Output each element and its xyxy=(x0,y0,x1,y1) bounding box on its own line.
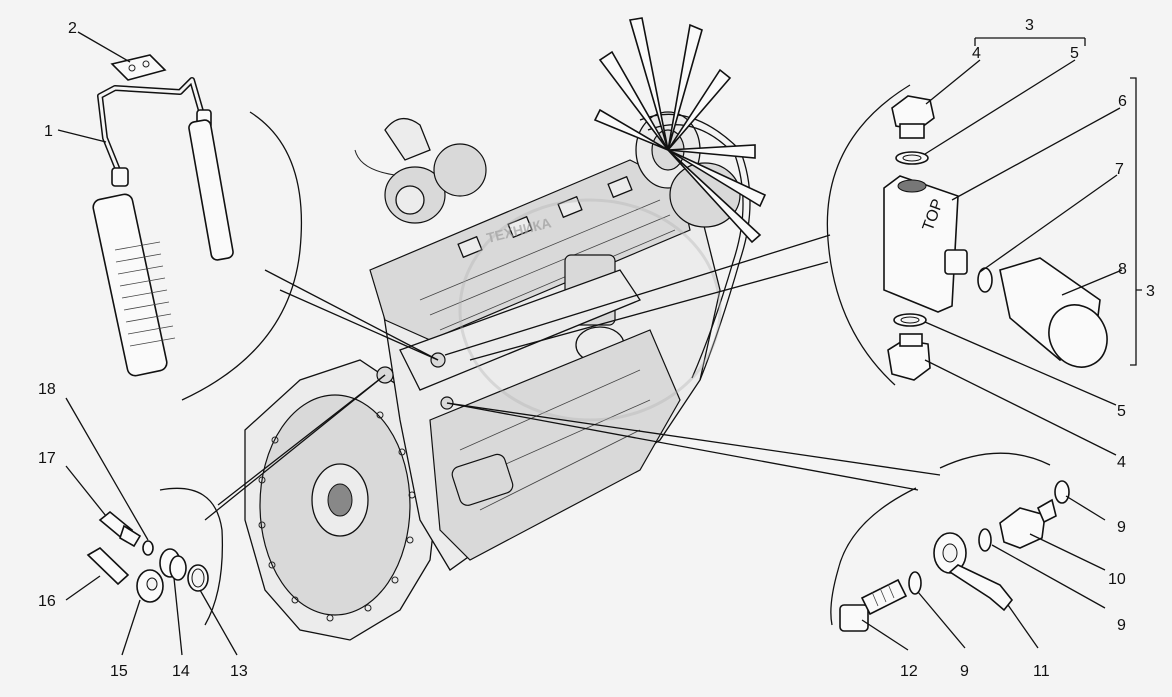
bracket-part xyxy=(110,54,167,81)
callout-12: 12 xyxy=(900,663,918,680)
starter-motor xyxy=(451,453,514,506)
engine-assembly: ТЕХНИКА xyxy=(244,17,767,641)
callout-6: 6 xyxy=(1118,93,1127,110)
tee-outlet xyxy=(944,249,968,275)
flywheel-bolts xyxy=(258,411,416,622)
watermark-ring xyxy=(458,198,722,422)
intake-manifold xyxy=(399,269,641,391)
washer-18 xyxy=(142,540,154,556)
callout-9-b: 9 xyxy=(1117,617,1126,634)
cylinder-head xyxy=(369,159,691,341)
callout-3-side: 3 xyxy=(1146,283,1155,300)
callout-18: 18 xyxy=(38,381,56,398)
callout-9-a: 9 xyxy=(1117,519,1126,536)
banjo-assembly xyxy=(839,480,1070,632)
callout-1: 1 xyxy=(44,123,53,140)
washer-b xyxy=(978,528,992,552)
banjo-leaders xyxy=(861,495,1106,651)
callout-14: 14 xyxy=(172,663,190,680)
adapter xyxy=(999,507,1046,549)
crankcase xyxy=(429,329,681,561)
washer-c xyxy=(1054,480,1070,504)
washer-a xyxy=(908,571,922,595)
sensor-leaders xyxy=(57,31,238,656)
callout-5-top: 5 xyxy=(1070,45,1079,62)
callout-13: 13 xyxy=(230,663,248,680)
tee-assembly: TOP xyxy=(883,95,1108,381)
fitting-top xyxy=(891,95,935,131)
injector-part xyxy=(92,119,234,377)
callout-11: 11 xyxy=(1033,663,1050,680)
engine-leader-lines xyxy=(204,234,941,521)
banjo-bolt-head xyxy=(839,604,869,632)
callout-3-top: 3 xyxy=(1025,17,1034,34)
detail-arcs xyxy=(159,84,1051,626)
callout-10: 10 xyxy=(1108,571,1126,588)
callout-numbers: 1 2 3 4 5 6 7 8 3 5 4 9 10 9 11 9 12 13 … xyxy=(38,17,1155,680)
callout-9-c: 9 xyxy=(960,663,969,680)
turbocharger xyxy=(354,118,487,224)
cooling-fan xyxy=(593,17,767,244)
callout-15: 15 xyxy=(110,663,128,680)
callout-4-top: 4 xyxy=(972,45,981,62)
crank-center xyxy=(327,483,353,517)
head-bolts xyxy=(457,175,633,259)
tee-leaders xyxy=(924,37,1142,456)
callout-7: 7 xyxy=(1115,161,1124,178)
callout-2: 2 xyxy=(68,20,77,37)
sensor-16 xyxy=(86,547,130,586)
banjo-stem xyxy=(948,564,1014,612)
sensor-assembly xyxy=(86,510,209,603)
tee-block xyxy=(883,175,959,313)
callout-17: 17 xyxy=(38,450,56,467)
callout-4-low: 4 xyxy=(1117,454,1126,471)
callout-8: 8 xyxy=(1118,261,1127,278)
callout-16: 16 xyxy=(38,593,56,610)
callout-5-low: 5 xyxy=(1117,403,1126,420)
